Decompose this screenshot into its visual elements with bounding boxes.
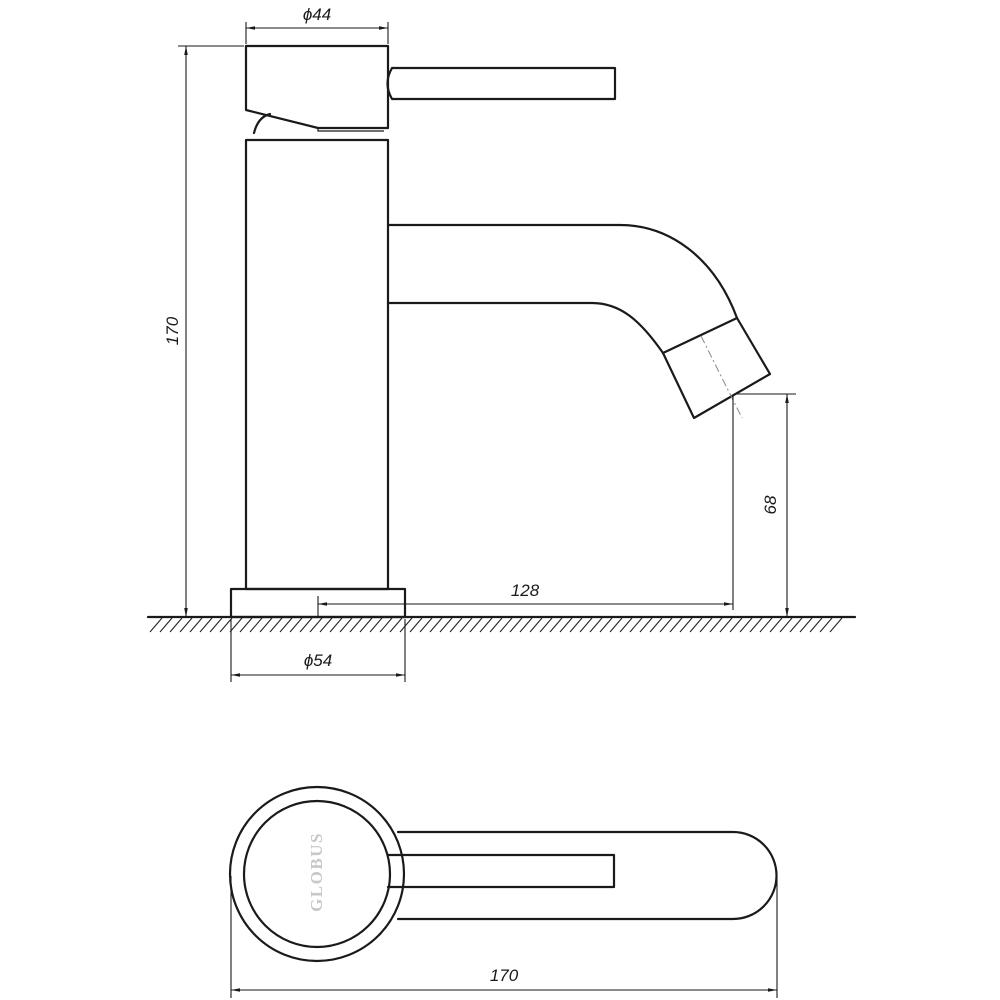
hatch-line [359, 617, 373, 633]
hatch-line [289, 617, 303, 633]
lever-top [386, 853, 616, 889]
hatch-line [579, 617, 593, 633]
hatch-line [789, 617, 803, 633]
spout-outline-top [396, 830, 778, 921]
handle-diameter-label: ϕ44 [303, 5, 331, 24]
hatch-line [189, 617, 203, 633]
hatch-line [349, 617, 363, 633]
hatch-line [599, 617, 613, 633]
hatch-line [369, 617, 383, 633]
hatch-line [379, 617, 393, 633]
hatch-line [649, 617, 663, 633]
hatch-line [729, 617, 743, 633]
hatch-line [439, 617, 453, 633]
hatch-line [829, 617, 843, 633]
dimension-spout-reach: 128 [317, 396, 734, 617]
hatch-line [409, 617, 423, 633]
hatch-line [799, 617, 813, 633]
hatch-line [279, 617, 293, 633]
hatch-line [629, 617, 643, 633]
cartridge-dome [252, 112, 272, 135]
hatch-line [819, 617, 833, 633]
top-view: GLOBUS 170 [228, 785, 778, 998]
hatch-line [759, 617, 773, 633]
floor-hatching [149, 617, 843, 633]
lever-handle [386, 66, 617, 101]
hatch-line [769, 617, 783, 633]
hatch-line [429, 617, 443, 633]
aerator [661, 316, 772, 420]
hatch-line [539, 617, 553, 633]
dimension-spout-height: 68 [736, 393, 796, 617]
body-column [244, 138, 390, 591]
hatch-line [149, 617, 163, 633]
hatch-line [399, 617, 413, 633]
base-outline-top [228, 785, 406, 963]
hatch-line [639, 617, 653, 633]
handle-disc-top [242, 799, 392, 949]
hatch-line [319, 617, 333, 633]
dimension-base-diameter: ϕ54 [230, 619, 406, 682]
hatch-line [689, 617, 703, 633]
hatch-line [459, 617, 473, 633]
hatch-line [809, 617, 823, 633]
hatch-line [159, 617, 173, 633]
dimension-total-height: 170 [163, 45, 244, 617]
hatch-line [699, 617, 713, 633]
spout-top [386, 223, 739, 320]
spout-bottom [386, 301, 665, 355]
hatch-line [419, 617, 433, 633]
hatch-line [669, 617, 683, 633]
hatch-line [239, 617, 253, 633]
hatch-line [489, 617, 503, 633]
hatch-line [549, 617, 563, 633]
hatch-line [169, 617, 183, 633]
hatch-line [309, 617, 323, 633]
globus-logo: GLOBUS [307, 832, 326, 912]
hatch-line [179, 617, 193, 633]
hatch-line [679, 617, 693, 633]
hatch-line [469, 617, 483, 633]
hatch-line [719, 617, 733, 633]
hatch-line [339, 617, 353, 633]
total-height-label: 170 [163, 316, 182, 345]
hatch-line [329, 617, 343, 633]
hatch-line [619, 617, 633, 633]
hatch-line [449, 617, 463, 633]
total-length-label: 170 [490, 966, 519, 985]
hatch-line [739, 617, 753, 633]
handle-cap [244, 44, 390, 130]
aerator-centerline [700, 335, 743, 419]
hatch-line [749, 617, 763, 633]
hatch-line [249, 617, 263, 633]
hatch-line [299, 617, 313, 633]
hatch-line [659, 617, 673, 633]
hatch-line [219, 617, 233, 633]
hatch-line [709, 617, 723, 633]
spout-height-label: 68 [761, 495, 780, 514]
hatch-line [259, 617, 273, 633]
spout-reach-label: 128 [511, 581, 540, 600]
hatch-line [269, 617, 283, 633]
hatch-line [229, 617, 243, 633]
hatch-line [609, 617, 623, 633]
hatch-line [779, 617, 793, 633]
hatch-line [209, 617, 223, 633]
dimension-handle-diameter: ϕ44 [245, 5, 389, 44]
hatch-line [479, 617, 493, 633]
dimension-total-length: 170 [230, 876, 778, 998]
hatch-line [199, 617, 213, 633]
hatch-line [569, 617, 583, 633]
hatch-line [389, 617, 403, 633]
hatch-line [559, 617, 573, 633]
hatch-line [589, 617, 603, 633]
side-view: ϕ44 170 68 128 ϕ54 [146, 5, 857, 682]
hatch-line [519, 617, 533, 633]
hatch-line [509, 617, 523, 633]
hatch-line [499, 617, 513, 633]
cap-lower-edge [317, 128, 384, 132]
hatch-line [529, 617, 543, 633]
base-diameter-label: ϕ54 [304, 651, 332, 670]
